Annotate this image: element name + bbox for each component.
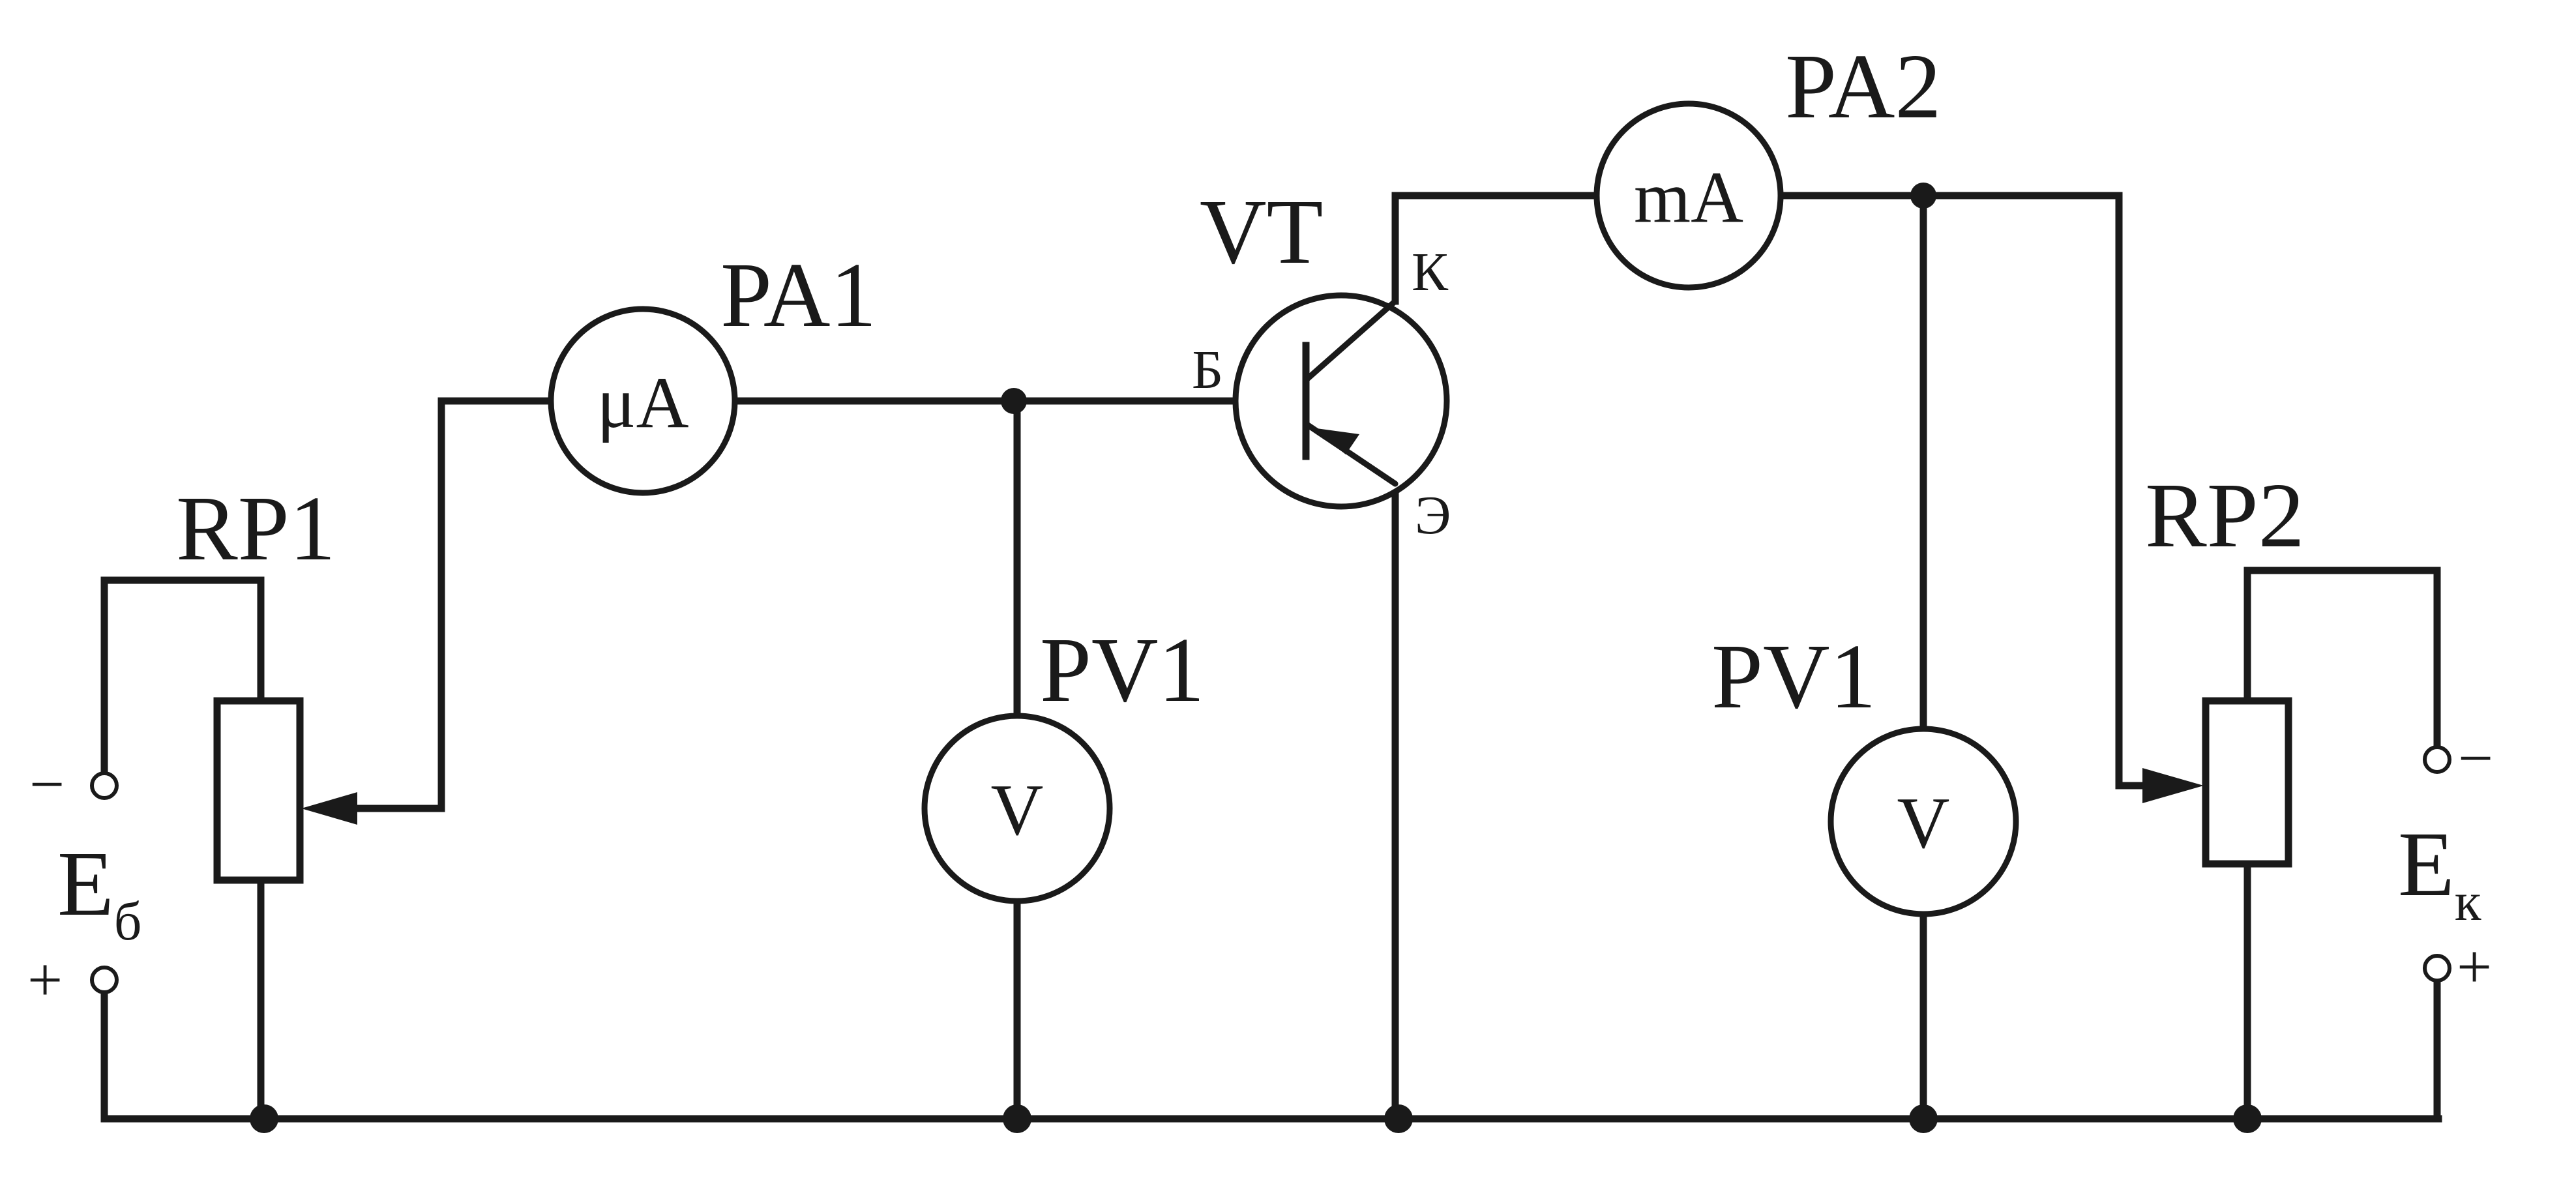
pv-right-voltmeter: V bbox=[1828, 726, 2019, 917]
emitter-pin-label: Э bbox=[1415, 485, 1451, 546]
vt-transistor bbox=[1232, 292, 1450, 510]
pa2-ring bbox=[1593, 100, 1784, 291]
pv-left-label: PV1 bbox=[1040, 618, 1205, 721]
eb-source-letter: E bbox=[57, 832, 114, 935]
pa1-symbol: μA bbox=[597, 362, 689, 443]
ek-source-label: Eк bbox=[2398, 812, 2481, 932]
junction-node bbox=[250, 1104, 278, 1133]
eb-minus-terminal bbox=[90, 771, 119, 800]
source-terminals bbox=[90, 745, 2451, 994]
pa2-symbol: mA bbox=[1634, 157, 1743, 238]
pa1-ring bbox=[548, 306, 738, 496]
eb-minus-lead-wire bbox=[100, 576, 265, 790]
junction-node bbox=[1384, 1104, 1413, 1133]
vt-collector-line bbox=[1303, 298, 1399, 383]
pa2-label: PA2 bbox=[1785, 35, 1942, 138]
ek-minus-terminal bbox=[2423, 745, 2451, 774]
junction-node bbox=[1001, 388, 1027, 414]
pv-right-symbol: V bbox=[1897, 783, 1950, 864]
eb-plus-sign: + bbox=[27, 945, 63, 1014]
rp1-label: RP1 bbox=[176, 477, 336, 580]
base-pin-label: Б bbox=[1192, 340, 1223, 400]
junction-node bbox=[2233, 1104, 2262, 1133]
rp2-label: RP2 bbox=[2145, 464, 2305, 567]
ek-source-subscript: к bbox=[2455, 872, 2481, 932]
rp2-wiper-arrow bbox=[2142, 768, 2204, 803]
junction-node bbox=[1910, 183, 1936, 209]
eb-plus-terminal bbox=[90, 966, 119, 994]
eb-minus-sign: − bbox=[29, 749, 65, 819]
pa2-milliammeter: mA bbox=[1593, 100, 1784, 291]
ek-source-letter: E bbox=[2398, 812, 2455, 915]
pa1-microammeter: μA bbox=[548, 306, 738, 496]
ek-minus-sign: − bbox=[2458, 723, 2493, 793]
pv-right-ring bbox=[1828, 726, 2019, 917]
vt-emitter-arrow bbox=[1312, 428, 1359, 454]
rp1-potentiometer bbox=[213, 697, 357, 884]
component-labels: PA1 PA2 VT RP1 RP2 PV1 PV1 Б К Э Eб Eк −… bbox=[27, 35, 2493, 1014]
pv-right-label: PV1 bbox=[1711, 625, 1876, 728]
eb-source-subscript: б bbox=[114, 891, 142, 952]
collector-lead-wire bbox=[1391, 192, 1600, 305]
pa1-label: PA1 bbox=[720, 243, 877, 346]
junction-node bbox=[1909, 1104, 1938, 1133]
junction-node bbox=[1003, 1104, 1031, 1133]
rp1-body bbox=[213, 697, 304, 884]
rp1-wiper-arrow bbox=[301, 792, 357, 825]
pv-left-symbol: V bbox=[991, 770, 1044, 851]
vt-envelope bbox=[1232, 292, 1450, 510]
ek-plus-terminal bbox=[2423, 954, 2451, 983]
rp1-wiper-wire bbox=[348, 397, 555, 812]
rp2-potentiometer bbox=[2142, 697, 2292, 868]
pv-left-voltmeter: V bbox=[921, 713, 1113, 904]
rp2-body bbox=[2202, 697, 2292, 868]
collector-pin-label: К bbox=[1412, 242, 1449, 303]
eb-source-label: Eб bbox=[57, 832, 142, 952]
ek-plus-sign: + bbox=[2457, 932, 2492, 1001]
junction-nodes bbox=[250, 183, 2262, 1133]
vt-label: VT bbox=[1200, 180, 1323, 283]
rp2-top-wire bbox=[2243, 567, 2441, 754]
pv-left-ring bbox=[921, 713, 1113, 904]
